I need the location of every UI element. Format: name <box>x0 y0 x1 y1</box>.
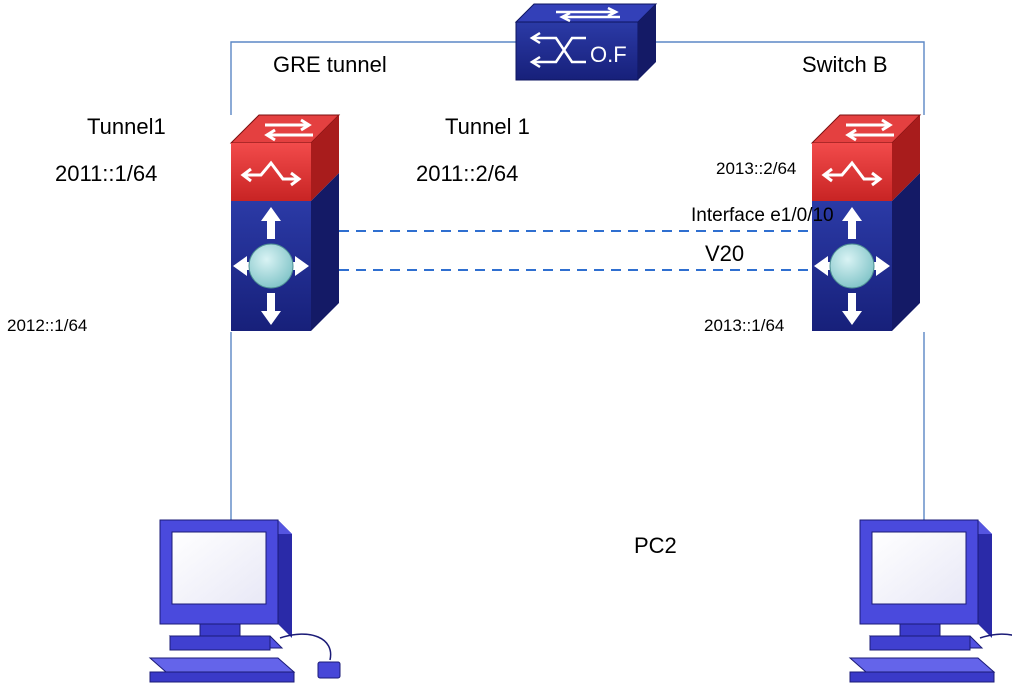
pc2-label: PC2 <box>634 533 677 558</box>
addr-2013-2-label: 2013::2/64 <box>716 159 797 178</box>
addr-2012-1-label: 2012::1/64 <box>7 316 88 335</box>
pc-right-icon <box>849 519 1012 683</box>
interface-label: Interface e1/0/10 <box>691 205 834 226</box>
vlan-label: V20 <box>705 241 745 266</box>
addr-2011-2-label: 2011::2/64 <box>416 161 519 186</box>
gre-tunnel-label: GRE tunnel <box>273 52 387 77</box>
tunnel1-left-label: Tunnel1 <box>87 114 166 139</box>
of-switch-icon: O.F <box>514 3 658 81</box>
addr-2013-1-label: 2013::1/64 <box>704 316 785 335</box>
pc-left-icon <box>149 519 341 683</box>
addr-2011-1-label: 2011::1/64 <box>55 161 158 186</box>
of-label: O.F <box>590 42 627 67</box>
link-lines <box>230 41 925 520</box>
switch-b-label: Switch B <box>802 52 888 77</box>
tunnel1-mid-label: Tunnel 1 <box>445 114 530 139</box>
switch-a-icon <box>229 113 341 333</box>
dashed-links <box>322 230 812 271</box>
